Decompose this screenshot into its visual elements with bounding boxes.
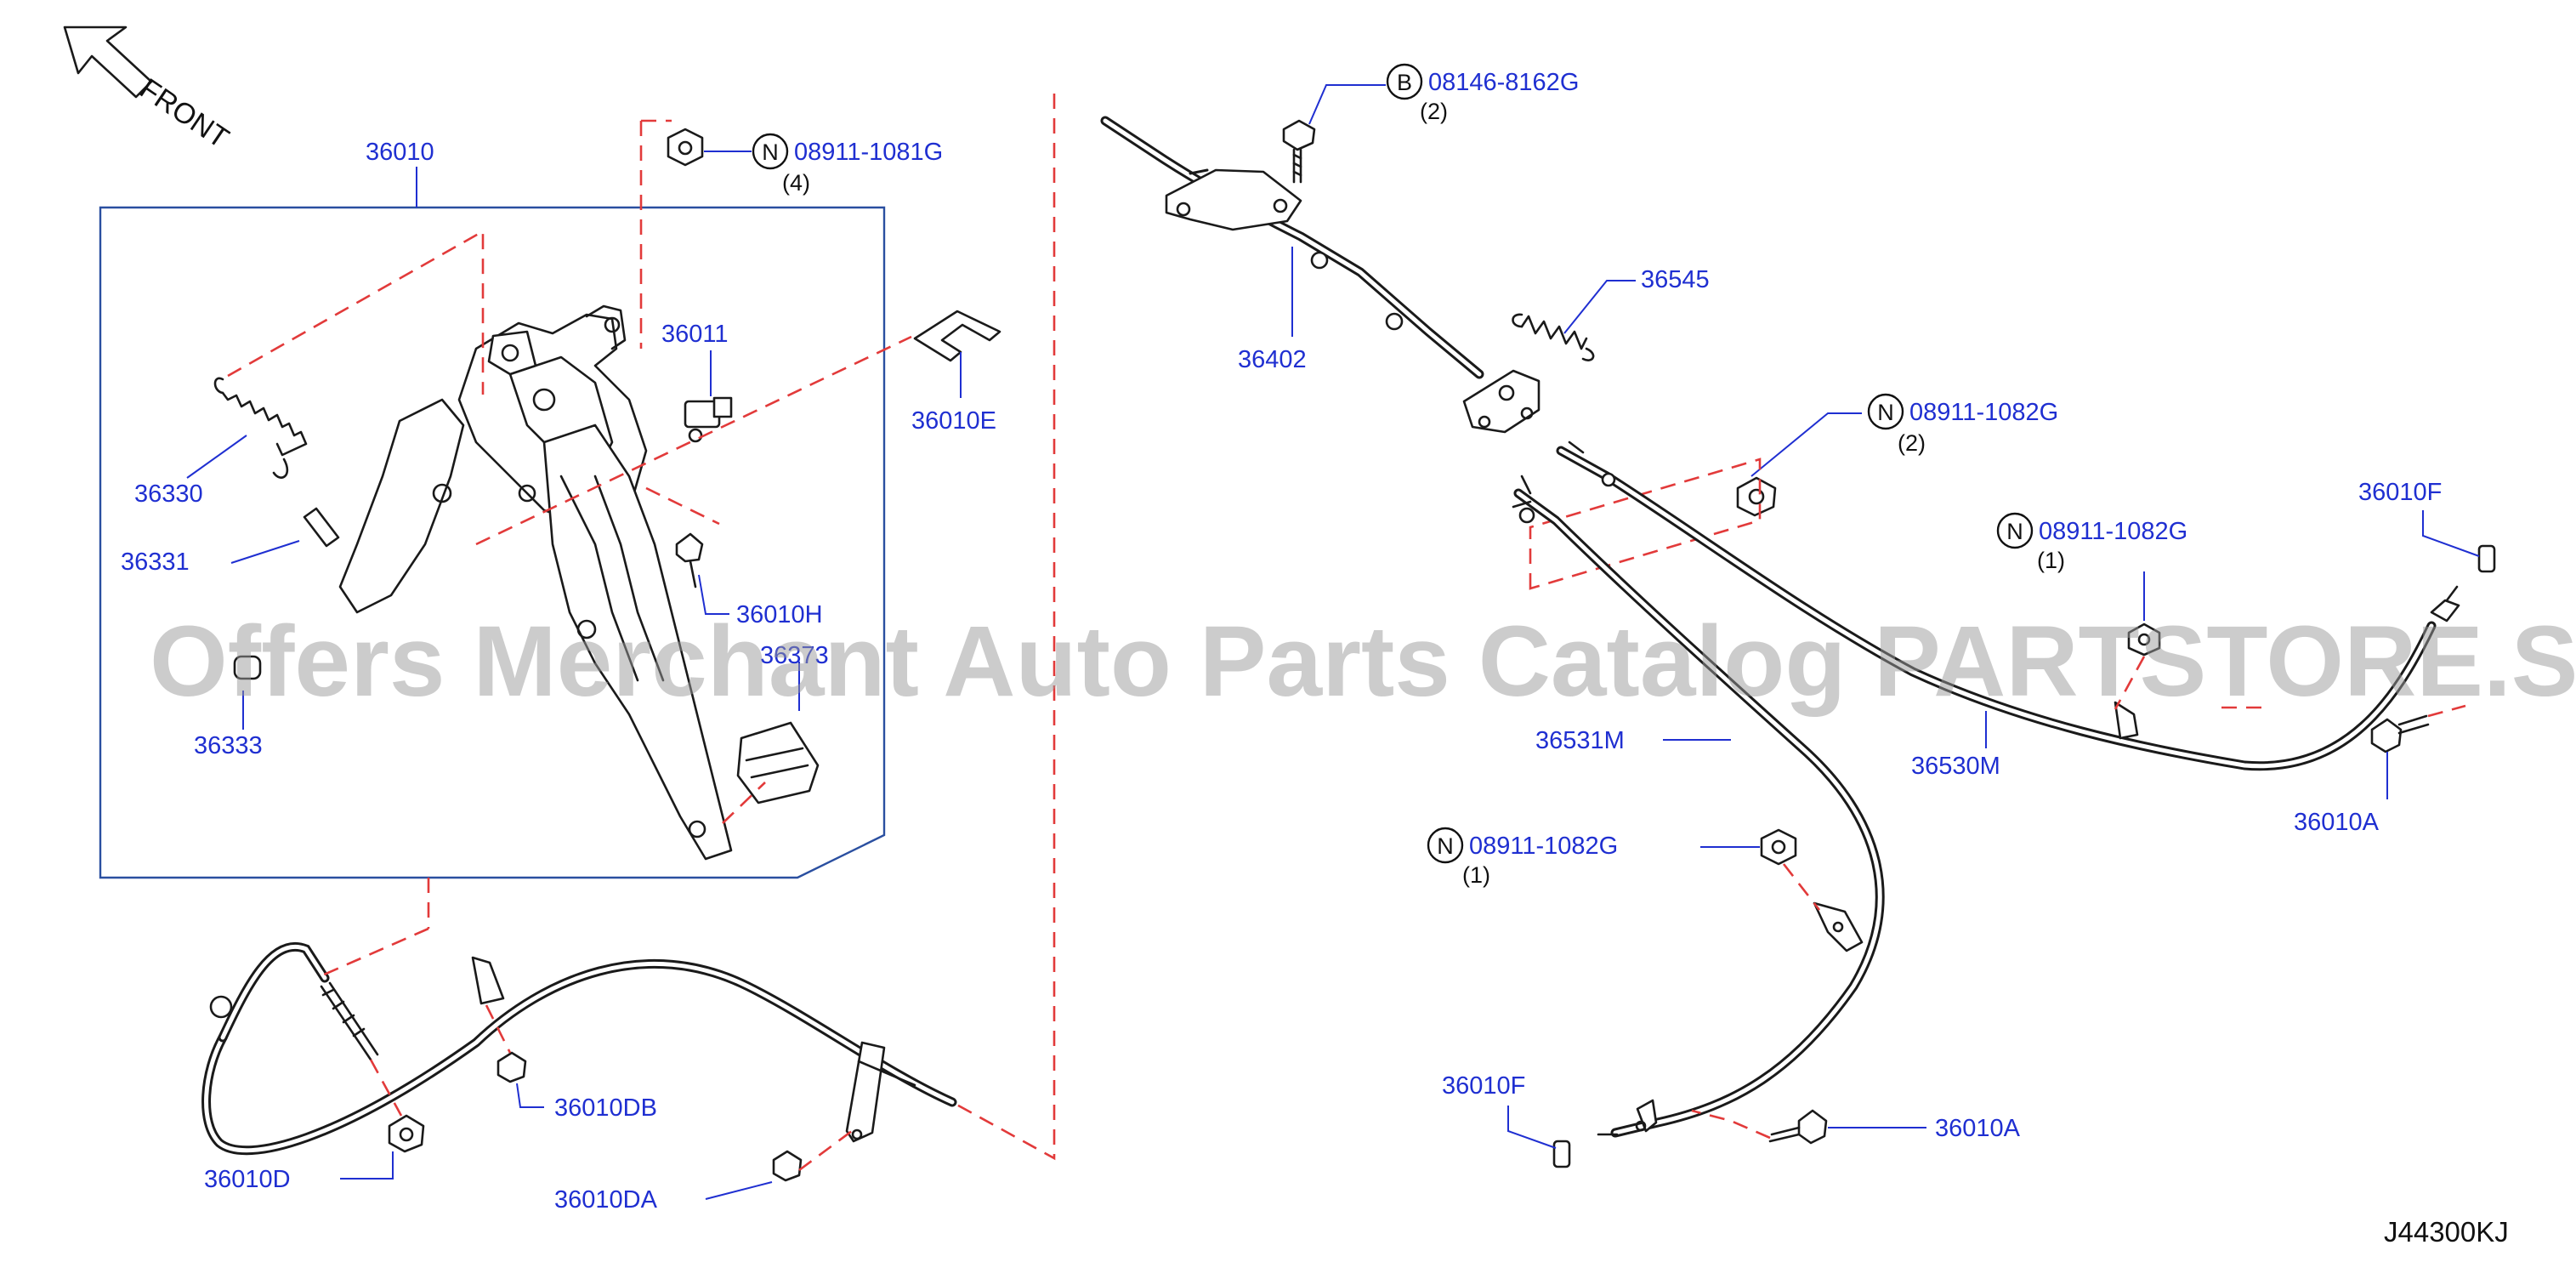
callout-36010DA[interactable]: 36010DA [554, 1186, 658, 1214]
nut-low-qty: (1) [1462, 862, 1490, 888]
cable-nut-36010D [388, 1114, 425, 1153]
cable-nut-mid [1736, 476, 1777, 517]
svg-text:N: N [1877, 400, 1894, 425]
equalizer [1462, 369, 1540, 434]
cable-bolt-right [2370, 714, 2430, 753]
callout-36011[interactable]: 36011 [661, 321, 729, 348]
svg-text:N: N [1437, 833, 1454, 859]
nut-right-part-number: 08911-1082G [2039, 518, 2187, 545]
return-spring [213, 377, 308, 479]
fastener-nut-mid[interactable]: N 08911-1082G (2) [1867, 393, 2058, 456]
rear-cable-right [1556, 441, 2460, 771]
nut-low-part-number: 08911-1082G [1469, 833, 1618, 860]
pedal-pad [736, 721, 820, 804]
callout-36531M[interactable]: 36531M [1535, 727, 1625, 754]
callout-36010F-bottom[interactable]: 36010F [1442, 1072, 1525, 1100]
cable-bolt-bottom [1768, 1109, 1828, 1145]
svg-text:B: B [1397, 70, 1412, 95]
bolt-top-part-number: 08146-8162G [1428, 69, 1579, 96]
front-label: FRONT [134, 72, 235, 155]
callout-36010D[interactable]: 36010D [204, 1166, 291, 1193]
pedal-bolt [675, 532, 704, 588]
callout-36010H[interactable]: 36010H [736, 601, 823, 628]
fastener-bolt-top[interactable]: B 08146-8162G (2) [1386, 63, 1579, 124]
nut-mid-qty: (2) [1898, 430, 1926, 456]
cable-bracket-clip [913, 310, 1001, 362]
callout-36010DB[interactable]: 36010DB [554, 1094, 657, 1122]
svg-text:N: N [2006, 519, 2023, 544]
cable-nut-36010DA [772, 1150, 803, 1182]
pedal-bracket [338, 304, 648, 614]
bolt-top-qty: (2) [1420, 99, 1448, 124]
nut-top-part-number: 08911-1081G [794, 139, 943, 166]
clevis-pin-bottom [1552, 1140, 1571, 1168]
pedal-assembly-group: 36010 36330 [99, 121, 912, 929]
clevis-pin-top [2477, 544, 2496, 573]
diagram-code: J44300KJ [2384, 1216, 2509, 1248]
nut-top-qty: (4) [782, 170, 810, 196]
callout-36010F-top[interactable]: 36010F [2358, 479, 2442, 506]
watermark-text: Offers Merchant Auto Parts Catalog PARTS… [150, 605, 2576, 718]
pedal-stopper-rubber [233, 655, 262, 680]
front-cable-36402 [1100, 116, 1484, 379]
fastener-nut-low[interactable]: N 08911-1082G (1) [1427, 827, 1618, 888]
callout-36373[interactable]: 36373 [760, 642, 829, 669]
rear-cable-left [1512, 475, 1885, 1138]
nut-right-qty: (1) [2037, 548, 2065, 573]
pedal-arm [542, 424, 733, 861]
callout-36530M[interactable]: 36530M [1911, 753, 2000, 780]
callout-36402[interactable]: 36402 [1238, 346, 1307, 373]
callout-36545[interactable]: 36545 [1641, 266, 1710, 293]
cable-nut-36010DB [496, 1051, 527, 1083]
equalizer-spring [1512, 313, 1595, 361]
callout-36330[interactable]: 36330 [134, 480, 203, 508]
assembly-bracket-outline [99, 206, 886, 879]
pedal-stopper-clip [303, 507, 340, 548]
front-direction-arrow: FRONT [63, 26, 235, 155]
callout-36010A-bottom[interactable]: 36010A [1935, 1115, 2021, 1142]
callout-36010E[interactable]: 36010E [911, 407, 996, 435]
fastener-nut-top[interactable]: N 08911-1081G (4) [752, 133, 943, 196]
front-cable-assembly [201, 942, 957, 1156]
fastener-nut-right[interactable]: N 08911-1082G (1) [1996, 512, 2187, 573]
cable-nut-right [2127, 622, 2161, 657]
top-nut [667, 128, 704, 167]
nut-mid-part-number: 08911-1082G [1909, 399, 2058, 426]
callout-36010A-right[interactable]: 36010A [2294, 809, 2380, 836]
cable-nut-low [1760, 828, 1797, 866]
callout-36010[interactable]: 36010 [366, 139, 434, 166]
top-bolt [1282, 119, 1316, 184]
callout-36333[interactable]: 36333 [194, 732, 263, 759]
callout-36331[interactable]: 36331 [121, 549, 190, 576]
svg-text:N: N [762, 139, 779, 165]
brake-switch [684, 396, 733, 443]
